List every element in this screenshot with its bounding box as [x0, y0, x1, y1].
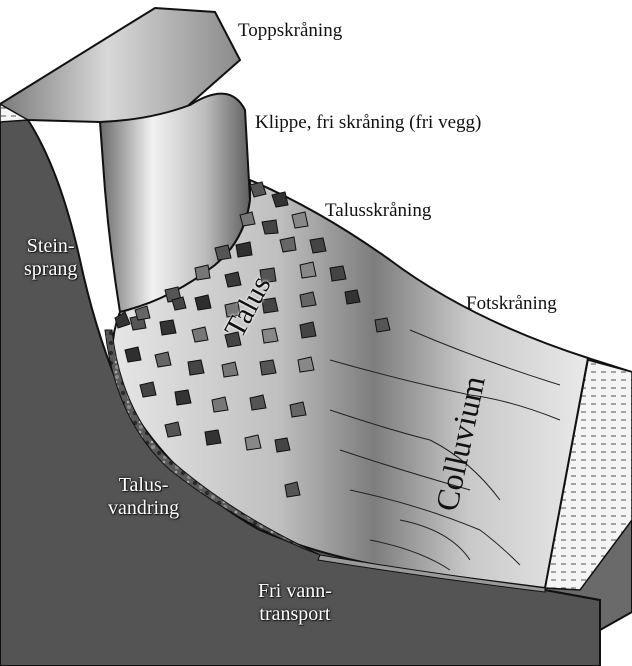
label-foot-slope: Fotskråning: [466, 293, 557, 315]
label-talus-slope: Talusskråning: [325, 200, 431, 222]
label-talus-creep: Talus- vandring: [108, 474, 179, 520]
label-water-transport-line-2: transport: [258, 603, 332, 626]
label-cliff-free-face: Klippe, fri skråning (fri vegg): [255, 112, 481, 134]
label-water-transport-line-1: Fri vann-: [258, 580, 332, 603]
label-talus-creep-line-2: vandring: [108, 497, 179, 520]
label-water-transport: Fri vann- transport: [258, 580, 332, 626]
label-talus-creep-line-1: Talus-: [108, 474, 179, 497]
label-rockfall: Stein- sprang: [24, 235, 77, 281]
label-rockfall-line-2: sprang: [24, 258, 77, 281]
label-rockfall-line-1: Stein-: [24, 235, 77, 258]
label-top-slope: Toppskråning: [238, 20, 342, 42]
